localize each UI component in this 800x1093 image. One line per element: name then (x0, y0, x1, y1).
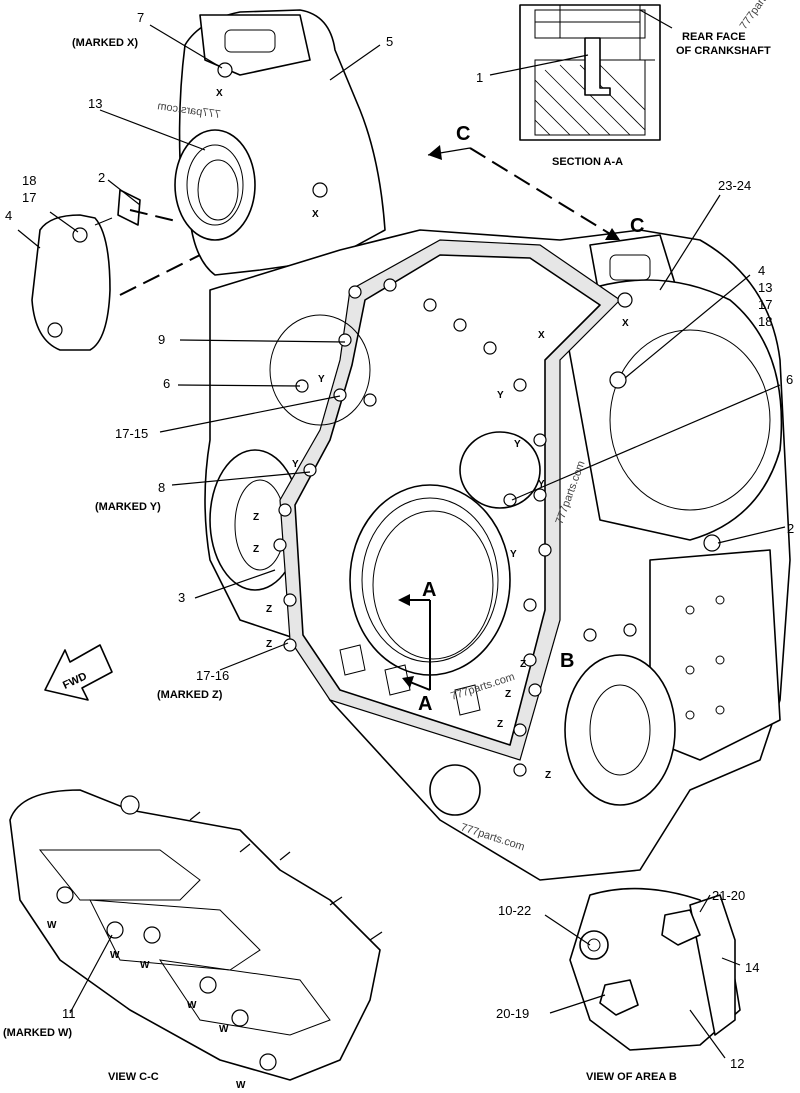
marker-w: W (140, 960, 150, 971)
bolt-part-2 (117, 189, 141, 226)
callout-11: 11 (62, 1006, 76, 1021)
section-a-label-1: A (422, 579, 436, 601)
marker-y: Y (510, 549, 517, 560)
gasket-cover (269, 239, 621, 761)
callout-17-right: 17 (758, 297, 772, 312)
callout-3: 3 (178, 590, 185, 605)
callout-4-right: 4 (758, 263, 765, 278)
callout-12: 12 (730, 1056, 744, 1071)
callout-6-left: 6 (163, 376, 170, 391)
callout-13: 13 (88, 96, 102, 111)
arrowhead-a2 (402, 676, 414, 688)
arrowhead-c2 (605, 228, 620, 240)
marker-y: Y (318, 374, 325, 385)
callout-11-marked: (MARKED W) (3, 1027, 72, 1039)
callout-7: 7 (137, 10, 144, 25)
callout-17-16-marked: (MARKED Z) (157, 689, 223, 701)
area-b-label: B (560, 650, 574, 672)
marker-z: Z (497, 719, 503, 730)
marker-y: Y (292, 459, 299, 470)
section-line-c (469, 147, 621, 241)
callout-14: 14 (745, 960, 759, 975)
marker-x: X (312, 209, 319, 220)
callout-8-marked: (MARKED Y) (95, 501, 161, 513)
view-area-b-title: VIEW OF AREA B (586, 1071, 677, 1083)
callout-5: 5 (386, 34, 393, 49)
callout-6-right: 6 (786, 372, 793, 387)
arrowhead-c1 (428, 145, 442, 160)
callout-20-19: 20-19 (496, 1006, 529, 1021)
callout-10-22: 10-22 (498, 903, 531, 918)
marker-z: Z (520, 659, 526, 670)
marker-z: Z (266, 604, 272, 615)
marker-w: W (187, 1000, 197, 1011)
callout-1: 1 (476, 70, 483, 85)
arrowhead-a1 (398, 594, 410, 606)
callout-7-marked: (MARKED X) (72, 37, 138, 49)
callout-rear-face: REAR FACE (682, 31, 746, 43)
marker-z: Z (266, 639, 272, 650)
marker-w: W (236, 1080, 246, 1091)
marker-x: X (538, 330, 545, 341)
marker-z: Z (253, 544, 259, 555)
section-a-a-title: SECTION A-A (552, 156, 623, 168)
watermark-corner: 777parts (738, 0, 773, 32)
callout-labels: 7 (MARKED X) 5 13 2 18 17 4 1 REAR FACE … (3, 10, 794, 1083)
callout-13-right: 13 (758, 280, 772, 295)
callout-2-right: 2 (787, 521, 794, 536)
callout-crankshaft: OF CRANKSHAFT (676, 45, 771, 57)
marker-y: Y (497, 390, 504, 401)
callout-21-20: 21-20 (712, 888, 745, 903)
marker-w: W (47, 920, 57, 931)
callout-17-15: 17-15 (115, 426, 148, 441)
view-c-c-detail (9, 789, 383, 1081)
callout-9: 9 (158, 332, 165, 347)
marker-y: Y (514, 439, 521, 450)
view-c-c-title: VIEW C-C (108, 1071, 159, 1083)
callout-8: 8 (158, 480, 165, 495)
marker-x: X (216, 88, 223, 99)
callout-23-24: 23-24 (718, 178, 751, 193)
bolt-markers: X X X X Y Y Y Y Y Y Z Z Z Z Z Z Z Z W W … (47, 88, 629, 1091)
section-c-label-1: C (456, 123, 470, 145)
section-a-a-detail (519, 4, 661, 141)
gasket-bolts (217, 62, 721, 777)
cover-plate-left (31, 214, 113, 351)
callout-2: 2 (98, 170, 105, 185)
marker-z: Z (253, 512, 259, 523)
leader-lines (17, 9, 786, 1059)
callout-4: 4 (5, 208, 12, 223)
marker-w: W (110, 950, 120, 961)
marker-z: Z (545, 770, 551, 781)
fwd-arrow (44, 644, 113, 701)
view-area-b-detail (569, 887, 741, 1051)
callout-18: 18 (22, 173, 36, 188)
section-c-label-2: C (630, 215, 644, 237)
dashed-line-cover (119, 254, 201, 296)
marker-z: Z (505, 689, 511, 700)
marker-x: X (622, 318, 629, 329)
dashed-line-bolt (129, 209, 181, 223)
marker-w: W (219, 1024, 229, 1035)
callout-17: 17 (22, 190, 36, 205)
section-a-label-2: A (418, 693, 432, 715)
callout-18-right: 18 (758, 314, 772, 329)
marker-y: Y (538, 479, 545, 490)
callout-17-16: 17-16 (196, 668, 229, 683)
